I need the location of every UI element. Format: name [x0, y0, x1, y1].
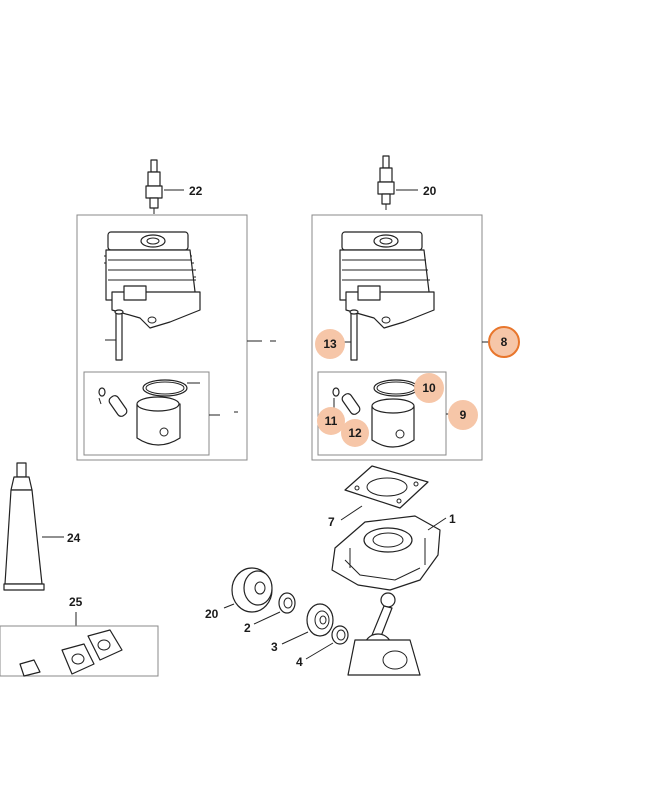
- callout-11-marker[interactable]: 11: [317, 407, 345, 435]
- callout-1[interactable]: 1: [449, 512, 456, 526]
- spark-plug-23: [145, 159, 184, 214]
- callout-24[interactable]: 24: [67, 531, 81, 545]
- bearing-3: [281, 603, 334, 645]
- clutch-drum-20: [223, 567, 273, 613]
- callout-9[interactable]: 9: [460, 408, 467, 422]
- callout-7[interactable]: 7: [328, 515, 335, 529]
- right-piston-kit: [332, 379, 420, 448]
- callout-12-marker[interactable]: 12: [341, 419, 369, 447]
- gasket-set-25: [0, 612, 159, 677]
- callout-9-marker[interactable]: 9: [448, 400, 478, 430]
- left-cylinder-bolt: [105, 309, 124, 361]
- spark-plug-22: [377, 155, 418, 210]
- callout-20[interactable]: 20: [205, 607, 219, 621]
- callout-25[interactable]: 25: [69, 595, 83, 609]
- callout-8-marker[interactable]: 8: [488, 326, 520, 358]
- gasket-7: [340, 465, 429, 521]
- right-cylinder: [339, 231, 435, 329]
- callout-10[interactable]: 10: [422, 381, 436, 395]
- callout-4[interactable]: 4: [296, 655, 303, 669]
- callout-23[interactable]: 22: [189, 184, 203, 198]
- bearing-2: [253, 592, 296, 625]
- grease-tube-24: [3, 462, 64, 591]
- callout-10-marker[interactable]: 10: [414, 373, 444, 403]
- callout-13[interactable]: 13: [323, 337, 337, 351]
- left-piston-kit: [98, 379, 200, 446]
- washer-4: [305, 625, 349, 660]
- callout-8[interactable]: 8: [501, 335, 508, 349]
- crankcase-1: [331, 515, 447, 591]
- right-cylinder-bolt: [342, 309, 359, 361]
- callout-3[interactable]: 3: [271, 640, 278, 654]
- callout-13-marker[interactable]: 13: [315, 329, 345, 359]
- crankshaft: [347, 592, 421, 676]
- callout-12[interactable]: 12: [348, 426, 362, 440]
- callout-2[interactable]: 2: [244, 621, 251, 635]
- left-cylinder: [104, 231, 201, 329]
- callout-11[interactable]: 11: [325, 414, 338, 428]
- left-cylinder-kit-box: [76, 214, 276, 461]
- callout-22[interactable]: 20: [423, 184, 437, 198]
